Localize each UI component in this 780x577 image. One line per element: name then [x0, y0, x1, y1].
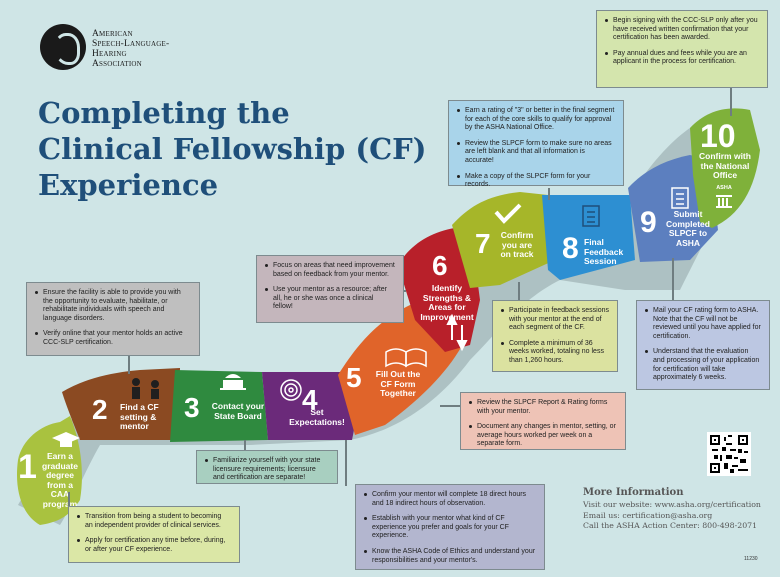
org-name-line: Association — [92, 59, 142, 69]
target-icon — [280, 379, 302, 401]
info-bullet: Document any changes in mentor, setting,… — [469, 423, 617, 449]
leader-line — [128, 356, 130, 374]
leader-line — [345, 440, 347, 486]
leader-line — [672, 258, 674, 302]
org-name-line: Speech-Language- — [92, 39, 170, 49]
asha-logo: American Speech-Language- Hearing Associ… — [40, 24, 210, 72]
step-label: Set Expectations! — [289, 407, 345, 427]
org-name: American Speech-Language- Hearing Associ… — [92, 29, 169, 69]
step-number: 6 — [432, 250, 448, 281]
info-bullet: Verify online that your mentor holds an … — [35, 330, 191, 347]
title-line: Completing the — [38, 96, 290, 130]
info-box-step-7: Participate in feedback sessions with yo… — [492, 300, 618, 372]
step-label: Contact your State Board — [211, 401, 265, 421]
info-bullet: Apply for certification any time before,… — [77, 537, 231, 554]
step-number: 5 — [346, 362, 362, 393]
step-number: 7 — [475, 228, 491, 259]
step-number: 10 — [700, 118, 736, 154]
website-link[interactable]: Visit our website: www.asha.org/certific… — [583, 500, 761, 509]
info-box-step-1: Transition from being a student to becom… — [68, 506, 240, 563]
step-number: 4 — [302, 384, 318, 415]
leader-line — [68, 492, 70, 508]
more-info-heading: More Information — [583, 487, 684, 498]
clipboard-icon — [582, 205, 600, 227]
step-4-shape — [262, 372, 360, 440]
info-bullet: Mail your CF rating form to ASHA. Note t… — [645, 307, 761, 341]
qr-code[interactable] — [707, 432, 751, 476]
step-label: Identify Strengths & Areas for Improveme… — [420, 283, 474, 322]
info-bullet: Understand that the evaluation and proce… — [645, 348, 761, 382]
leader-line — [548, 188, 550, 200]
step-label: Fill Out the CF Form Together — [375, 369, 421, 398]
step-10-shape — [690, 108, 760, 228]
info-bullet: Use your mentor as a resource; after all… — [265, 286, 395, 312]
leader-line — [244, 440, 246, 452]
info-box-step-9: Mail your CF rating form to ASHA. Note t… — [636, 300, 770, 390]
info-bullet: Earn a rating of "3" or better in the fi… — [457, 107, 615, 133]
info-bullet: Begin signing with the CCC-SLP only afte… — [605, 17, 759, 43]
step-label: Find a CF setting & mentor — [120, 402, 159, 431]
info-box-step-8: Earn a rating of "3" or better in the fi… — [448, 100, 624, 188]
info-bullet: Pay annual dues and fees while you are a… — [605, 50, 759, 67]
title-line: Clinical Fellowship (CF) — [38, 132, 427, 166]
more-information: More Information Visit our website: www.… — [583, 487, 773, 532]
step-7-shape — [452, 192, 555, 288]
asha-badge: ASHA — [716, 185, 732, 191]
people-icon — [132, 378, 159, 399]
leader-line — [440, 405, 460, 407]
up-down-arrows-icon — [446, 313, 468, 352]
leader-line — [730, 88, 732, 116]
info-bullet: Know the ASHA Code of Ethics and underst… — [364, 548, 536, 565]
step-label: Final Feedback Session — [584, 237, 624, 266]
info-box-step-5: Review the SLPCF Report & Rating forms w… — [460, 392, 626, 450]
info-bullet: Review the SLPCF form to make sure no ar… — [457, 140, 615, 166]
document-icon — [671, 187, 689, 209]
document-code: 11230 — [744, 556, 758, 562]
qr-code-icon — [710, 435, 748, 473]
info-bullet: Establish with your mentor what kind of … — [364, 515, 536, 541]
info-box-step-6: Focus on areas that need improvement bas… — [256, 255, 404, 323]
book-icon — [385, 348, 427, 368]
info-bullet: Focus on areas that need improvement bas… — [265, 262, 395, 279]
checkmark-icon — [494, 203, 522, 224]
info-box-step-10: Begin signing with the CCC-SLP only afte… — [596, 10, 768, 88]
asha-logo-mark — [40, 24, 86, 70]
info-bullet: Confirm your mentor will complete 18 dir… — [364, 491, 536, 508]
info-bullet: Participate in feedback sessions with yo… — [501, 307, 609, 333]
step-6-shape — [398, 225, 480, 352]
info-box-step-4: Confirm your mentor will complete 18 dir… — [355, 484, 545, 570]
state-capitol-icon — [220, 374, 246, 390]
email-link[interactable]: Email us: certification@asha.org — [583, 510, 713, 520]
graduation-cap-icon — [52, 432, 80, 447]
step-number: 2 — [92, 394, 108, 425]
building-icon — [716, 195, 732, 208]
step-label: Confirm with the National Office — [699, 151, 751, 180]
org-name-line: Hearing — [92, 49, 127, 59]
org-name-line: American — [92, 29, 133, 39]
info-box-step-2: Ensure the facility is able to provide y… — [26, 282, 200, 356]
step-2-shape — [62, 368, 180, 440]
step-number: 1 — [18, 448, 37, 486]
info-bullet: Make a copy of the SLPCF form for your r… — [457, 173, 615, 190]
info-bullet: Complete a minimum of 36 weeks worked, t… — [501, 340, 609, 366]
step-label: Confirm you are on track — [500, 230, 534, 259]
step-label: Submit Completed SLPCF to ASHA — [666, 209, 710, 248]
info-bullet: Transition from being a student to becom… — [77, 513, 231, 530]
step-label: Earn a graduate degree from a CAA progra… — [42, 451, 78, 509]
step-number: 9 — [640, 206, 657, 239]
info-box-step-3: Familiarize yourself with your state lic… — [196, 450, 338, 484]
info-bullet: Familiarize yourself with your state lic… — [205, 457, 329, 483]
step-number: 8 — [562, 232, 579, 265]
info-bullet: Review the SLPCF Report & Rating forms w… — [469, 399, 617, 416]
page-title: Completing the Clinical Fellowship (CF) … — [38, 95, 428, 203]
leader-line — [518, 282, 520, 302]
title-line: Experience — [38, 168, 219, 202]
phone-link[interactable]: Call the ASHA Action Center: 800-498-207… — [583, 521, 758, 530]
info-bullet: Ensure the facility is able to provide y… — [35, 289, 191, 323]
step-8-shape — [542, 195, 635, 280]
step-number: 3 — [184, 392, 200, 423]
